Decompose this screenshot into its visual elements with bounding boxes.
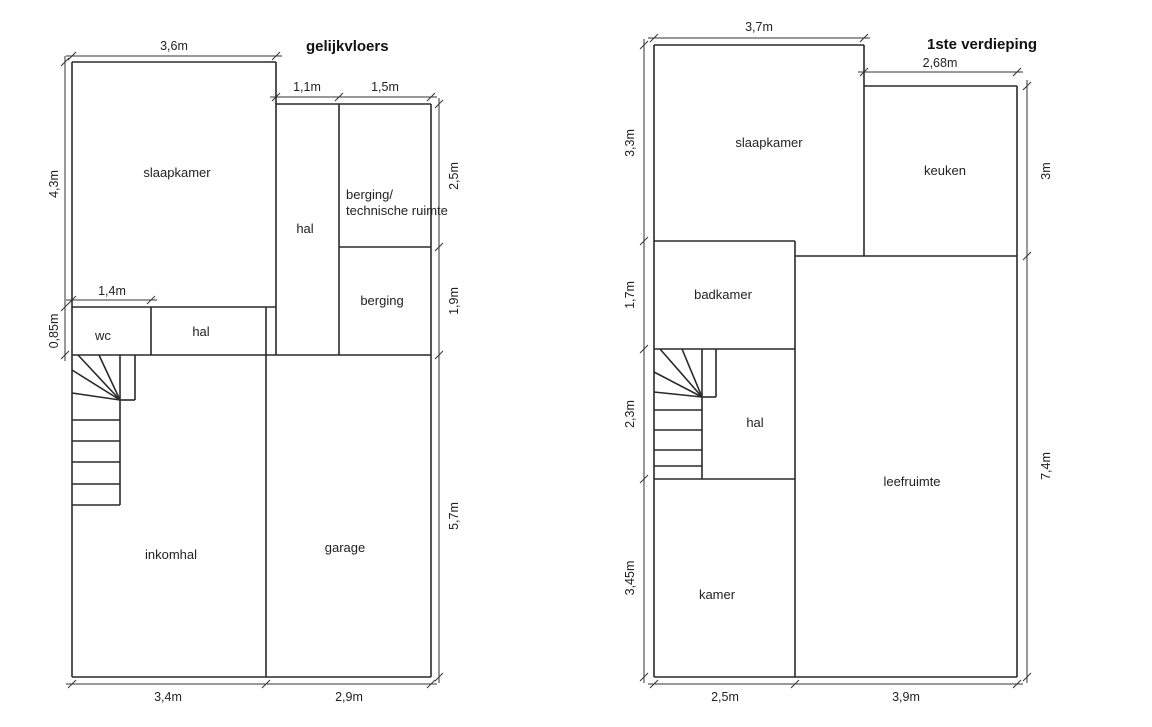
first-floor-plan: 1ste verdieping bbox=[623, 20, 1053, 704]
first-floor-staircase bbox=[653, 348, 717, 479]
dim-label-2-68: 2,68m bbox=[923, 56, 958, 70]
dim-label-1-4: 1,4m bbox=[98, 284, 126, 298]
dim-label-0-85: 0,85m bbox=[47, 314, 61, 349]
dim-label-2-5-bottom: 2,5m bbox=[711, 690, 739, 704]
dim-label-1-9: 1,9m bbox=[447, 287, 461, 315]
room-label-leefruimte: leefruimte bbox=[883, 474, 940, 489]
dim-label-5-7: 5,7m bbox=[447, 502, 461, 530]
room-label-wc: wc bbox=[94, 328, 111, 343]
room-label-hal-small: hal bbox=[192, 324, 209, 339]
dim-label-7-4: 7,4m bbox=[1039, 452, 1053, 480]
room-label-garage: garage bbox=[325, 540, 365, 555]
room-label-hal: hal bbox=[296, 221, 313, 236]
room-label-inkomhal: inkomhal bbox=[145, 547, 197, 562]
dim-label-2-3: 2,3m bbox=[623, 400, 637, 428]
dim-label-4-3: 4,3m bbox=[47, 170, 61, 198]
dim-label-3: 3m bbox=[1039, 162, 1053, 179]
dim-label-1-1: 1,1m bbox=[293, 80, 321, 94]
room-label-slaapkamer: slaapkamer bbox=[143, 165, 211, 180]
room-label-hal-1st: hal bbox=[746, 415, 763, 430]
dim-label-2-5: 2,5m bbox=[447, 162, 461, 190]
room-label-badkamer: badkamer bbox=[694, 287, 752, 302]
dim-label-3-6: 3,6m bbox=[160, 39, 188, 53]
dim-label-3-9: 3,9m bbox=[892, 690, 920, 704]
dim-label-3-3: 3,3m bbox=[623, 129, 637, 157]
dim-label-2-9: 2,9m bbox=[335, 690, 363, 704]
dim-label-1-7: 1,7m bbox=[623, 281, 637, 309]
room-label-keuken: keuken bbox=[924, 163, 966, 178]
ground-floor-walls bbox=[71, 61, 432, 678]
room-label-berging-line2: technische ruimte bbox=[346, 203, 448, 218]
dim-label-1-5: 1,5m bbox=[371, 80, 399, 94]
first-floor-walls bbox=[653, 44, 1018, 678]
room-label-kamer: kamer bbox=[699, 587, 736, 602]
first-floor-dimensions bbox=[639, 33, 1032, 689]
ground-floor-staircase bbox=[71, 354, 136, 506]
room-label-slaapkamer-1st: slaapkamer bbox=[735, 135, 803, 150]
dim-label-3-7: 3,7m bbox=[745, 20, 773, 34]
dim-label-3-45: 3,45m bbox=[623, 561, 637, 596]
ground-floor-plan: gelijkvloers bbox=[47, 38, 461, 704]
room-label-berging-line1: berging/ bbox=[346, 187, 393, 202]
ground-floor-dimensions bbox=[60, 51, 444, 689]
dim-label-3-4: 3,4m bbox=[154, 690, 182, 704]
ground-floor-title: gelijkvloers bbox=[306, 38, 389, 55]
first-floor-title: 1ste verdieping bbox=[927, 36, 1037, 53]
room-label-berging: berging bbox=[360, 293, 403, 308]
